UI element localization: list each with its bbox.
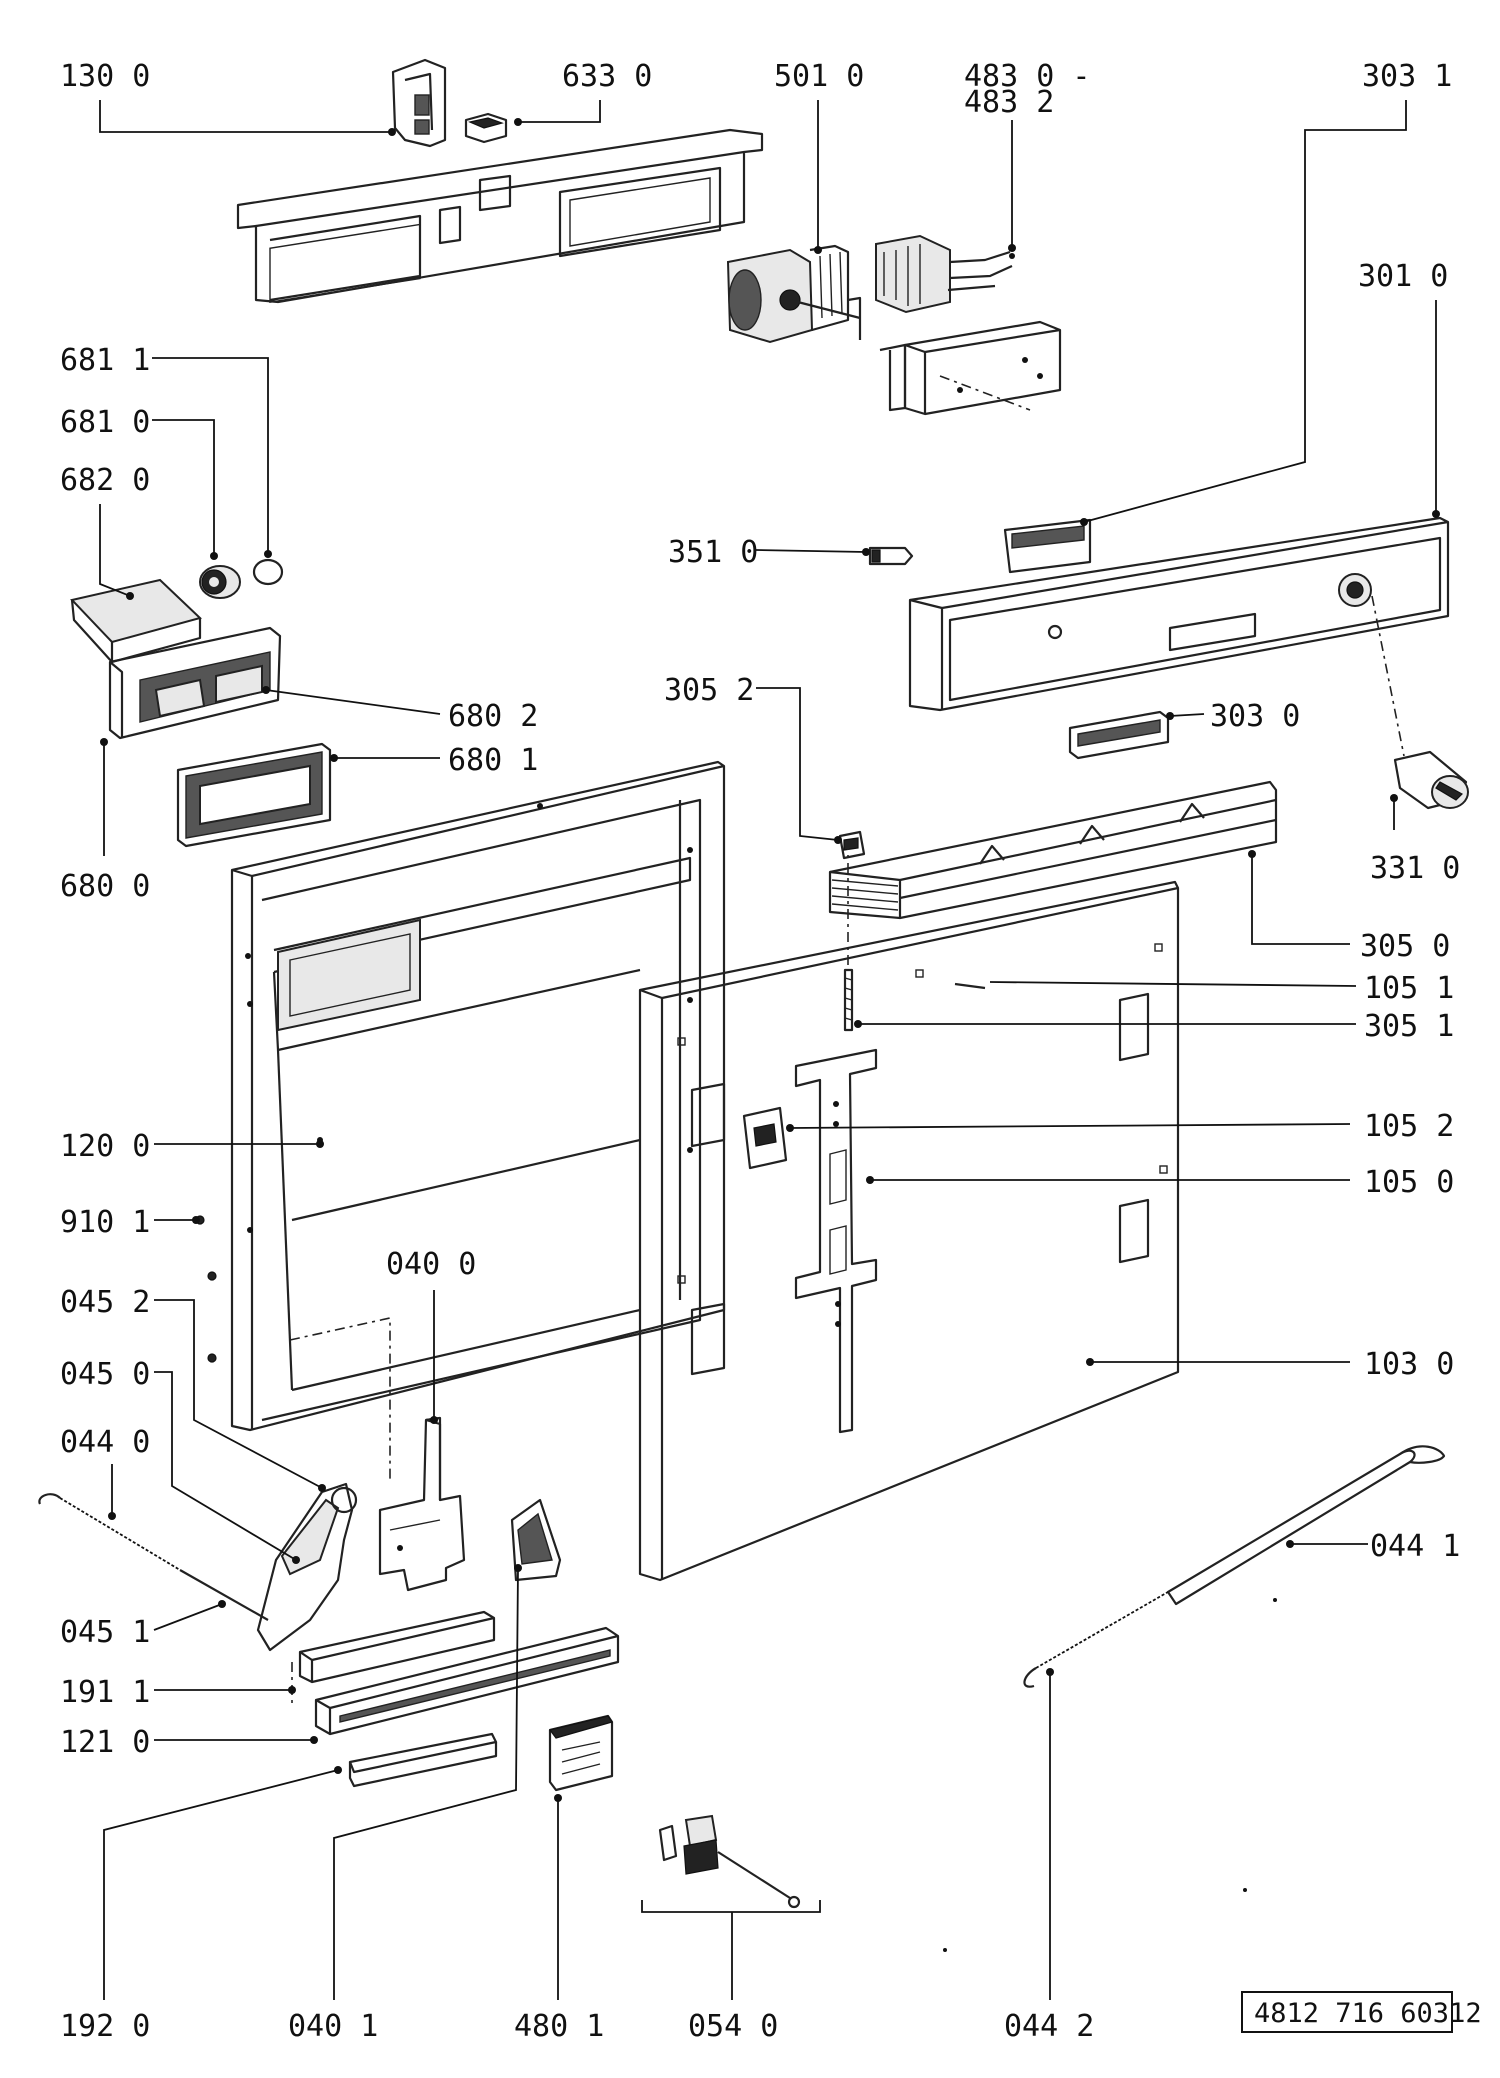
callout-480-1: 480 1 (514, 2009, 604, 2044)
part-680-0 (108, 626, 282, 740)
callout-682-0: 682 0 (60, 463, 150, 498)
part-682-0 (70, 578, 202, 664)
callout-305-1: 305 1 (1364, 1009, 1454, 1044)
callout-045-2: 045 2 (60, 1285, 150, 1320)
part-192-0 (348, 1732, 498, 1788)
callout-103-0: 103 0 (1364, 1347, 1454, 1382)
callout-483-0: 483 0 - (964, 59, 1090, 94)
callout-044-1: 044 1 (1370, 1529, 1460, 1564)
callout-501-0: 501 0 (774, 59, 864, 94)
callout-105-0: 105 0 (1364, 1165, 1454, 1200)
callout-105-2: 105 2 (1364, 1109, 1454, 1144)
drawing-reference-number: 4812 716 60312 (1254, 1998, 1482, 2029)
callout-910-1: 910 1 (60, 1205, 150, 1240)
part-483-0 (875, 234, 1015, 314)
callout-351-0: 351 0 (668, 535, 758, 570)
part-044-1 (1023, 1445, 1446, 1688)
drawing-reference-box: 4812 716 60312 (1241, 1991, 1482, 2033)
callout-192-0: 192 0 (60, 2009, 150, 2044)
part-633-0 (464, 112, 508, 144)
part-130-0 (391, 58, 447, 148)
callout-labels: 130 0 633 0 501 0 483 0 - 483 2 303 1 30… (60, 59, 1460, 2044)
leader-lines (99, 100, 1440, 2000)
part-303-1 (1003, 518, 1092, 574)
part-120-0 (230, 760, 726, 1480)
callout-054-0: 054 0 (688, 2009, 778, 2044)
part-control-rail (236, 128, 764, 304)
part-501-0 (726, 244, 862, 344)
callout-633-0: 633 0 (562, 59, 652, 94)
callout-305-0: 305 0 (1360, 929, 1450, 964)
callout-045-0: 045 0 (60, 1357, 150, 1392)
callout-045-1: 045 1 (60, 1615, 150, 1650)
part-301-0 (908, 516, 1450, 712)
callout-120-0: 120 0 (60, 1129, 150, 1164)
part-351-0 (868, 546, 914, 566)
callout-680-1: 680 1 (448, 743, 538, 778)
callout-130-0: 130 0 (60, 59, 150, 94)
part-programmer-bracket (879, 320, 1062, 416)
part-331-0 (1393, 750, 1469, 810)
part-681-0 (199, 565, 241, 599)
part-121-0 (314, 1626, 620, 1736)
callout-105-1: 105 1 (1364, 971, 1454, 1006)
part-910-1 (195, 1215, 217, 1363)
callout-680-2: 680 2 (448, 699, 538, 734)
part-045-0 (256, 1482, 358, 1652)
callout-681-0: 681 0 (60, 405, 150, 440)
part-103-0 (638, 880, 1180, 1582)
callout-044-0: 044 0 (60, 1425, 150, 1460)
callout-191-1: 191 1 (60, 1675, 150, 1710)
callout-680-0: 680 0 (60, 869, 150, 904)
part-191-1 (291, 1610, 496, 1706)
part-480-1 (548, 1714, 614, 1792)
part-040-0 (378, 1416, 466, 1592)
part-305-0 (828, 780, 1278, 920)
part-105-2 (742, 1106, 788, 1170)
part-044-0 (38, 1493, 269, 1621)
part-105-0 (794, 1048, 878, 1434)
callout-305-2: 305 2 (664, 673, 754, 708)
part-303-0 (1068, 710, 1170, 760)
stray-marks (943, 1598, 1277, 1952)
callout-331-0: 331 0 (1370, 851, 1460, 886)
callout-044-2: 044 2 (1004, 2009, 1094, 2044)
callout-040-0: 040 0 (386, 1247, 476, 1282)
callout-040-1: 040 1 (288, 2009, 378, 2044)
callout-121-0: 121 0 (60, 1725, 150, 1760)
part-305-2 (838, 830, 866, 860)
callout-303-0: 303 0 (1210, 699, 1300, 734)
callout-301-0: 301 0 (1358, 259, 1448, 294)
callout-483-2: 483 2 (964, 85, 1054, 120)
callout-303-1: 303 1 (1362, 59, 1452, 94)
callout-681-1: 681 1 (60, 343, 150, 378)
part-680-1 (176, 742, 332, 848)
part-681-1 (252, 558, 284, 586)
part-054-0 (641, 1814, 821, 1913)
